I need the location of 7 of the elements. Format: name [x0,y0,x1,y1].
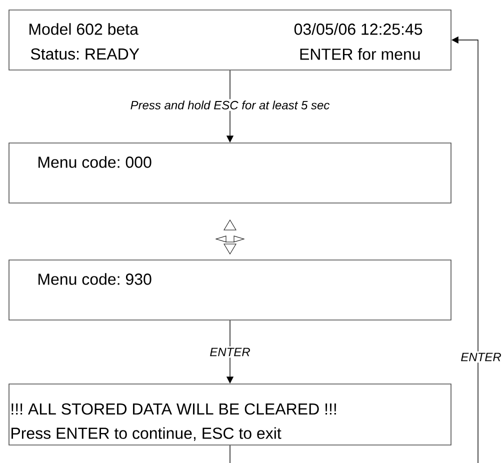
edge-label: Press and hold ESC for at least 5 sec [128,99,332,111]
display-box: Menu code: 930 [8,260,452,320]
display-box: !!! ALL STORED DATA WILL BE CLEARED !!! Press ENTER to continue, ESC to exit [8,384,452,446]
display-box: Model 602 beta 03/05/06 12:25:45 Status: READY ENTER for menu [8,10,452,70]
edge-label: ENTER [459,351,503,363]
display-box: Menu code: 000 [8,142,452,204]
edge-label: ENTER [208,346,252,358]
